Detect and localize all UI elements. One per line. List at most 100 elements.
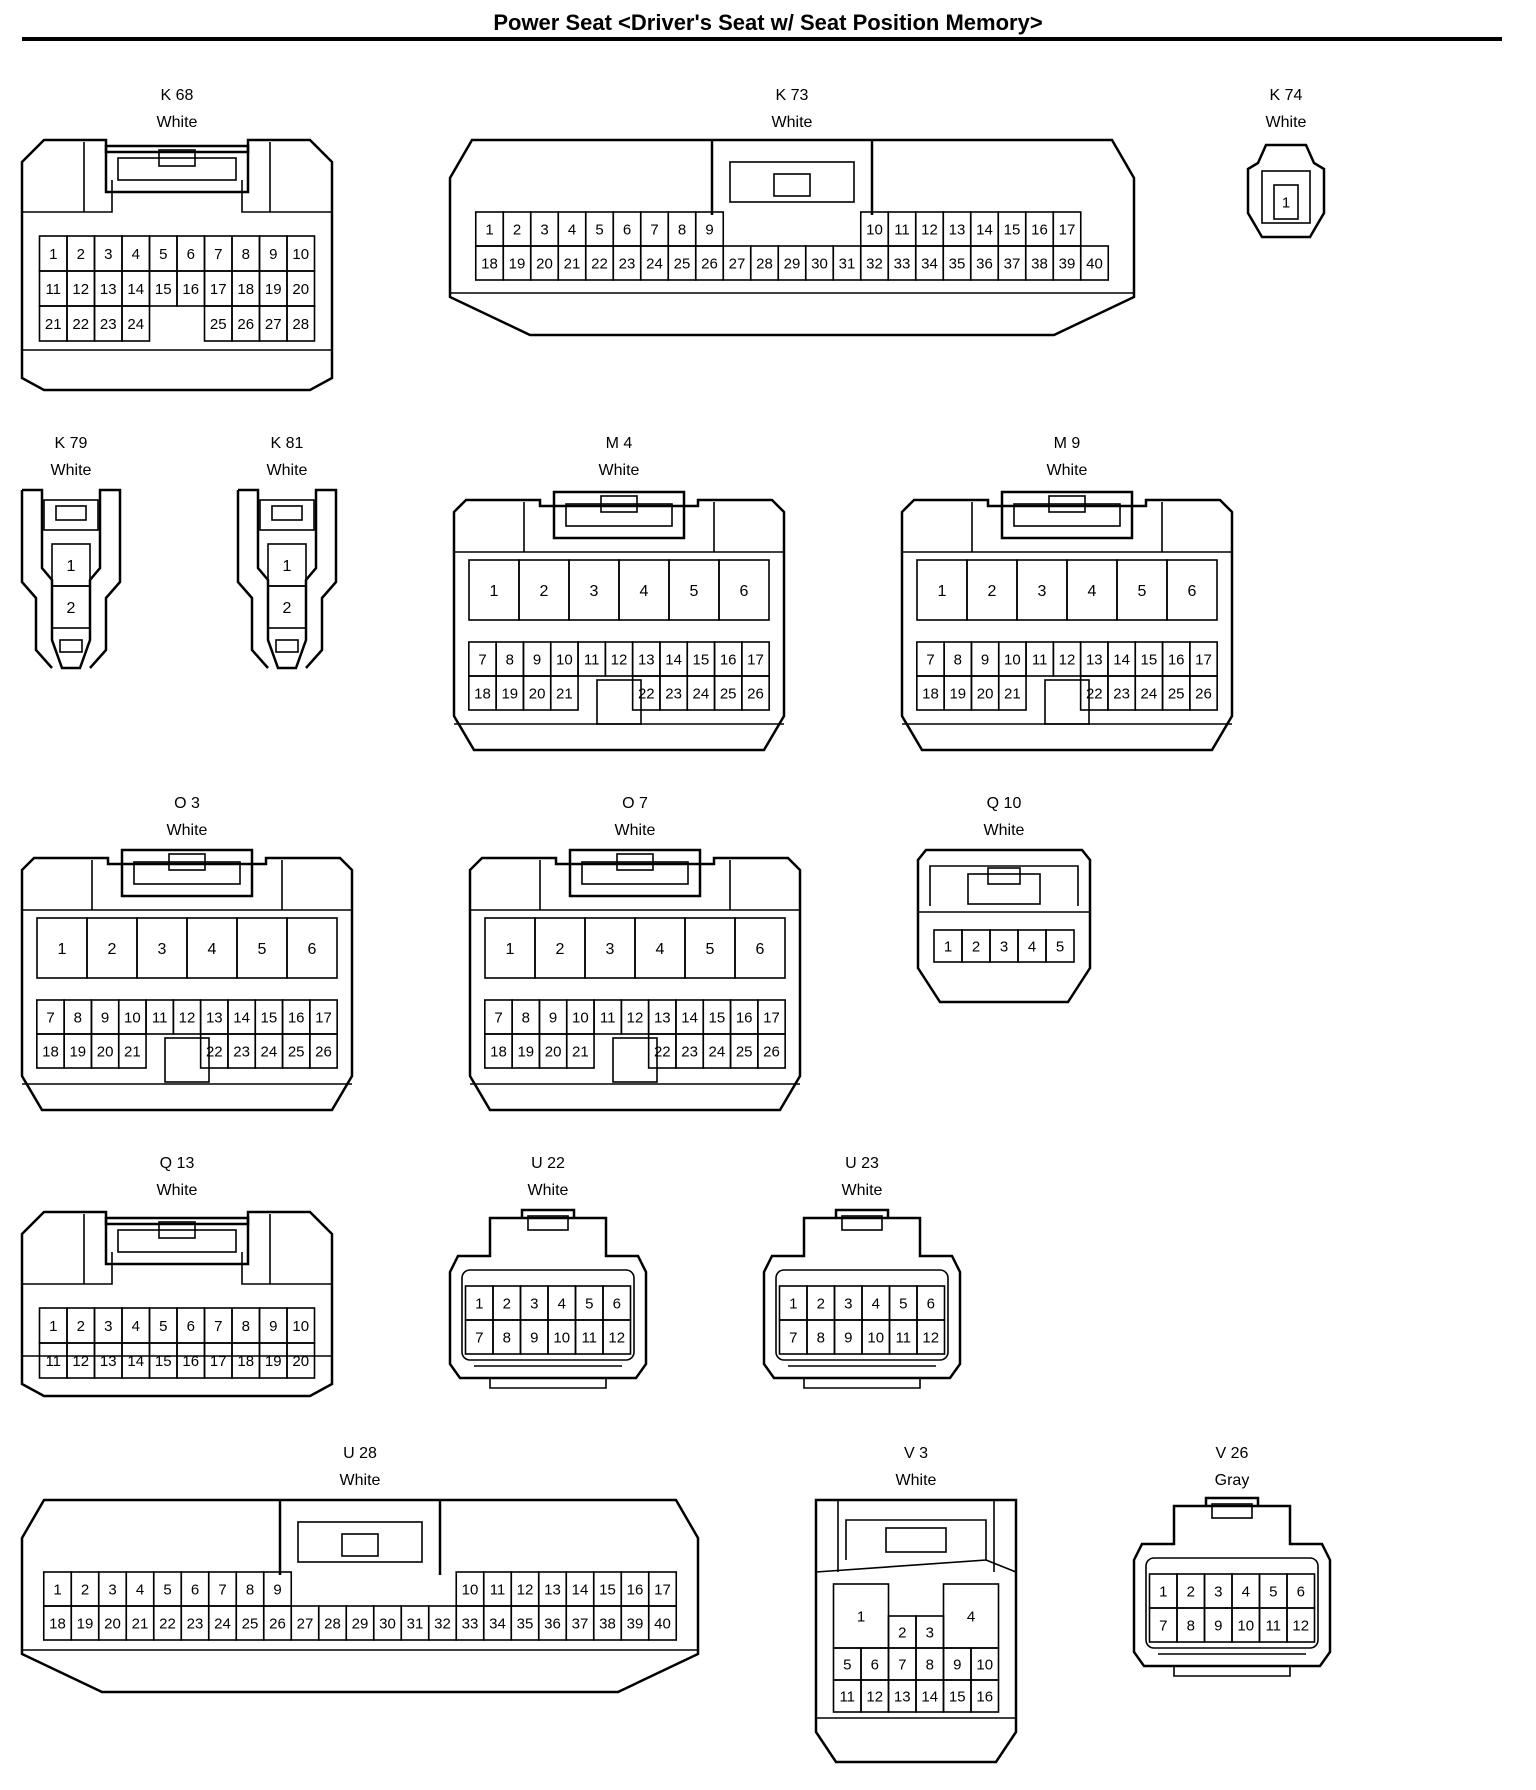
pin-number: 9	[549, 1009, 557, 1026]
pin-number: 13	[100, 281, 117, 298]
pin-number: 11	[1265, 1617, 1281, 1634]
pin-number: 20	[977, 685, 994, 702]
pin-cell	[121, 305, 151, 342]
pin-number: 39	[627, 1615, 644, 1632]
connector-id: V 3	[904, 1445, 928, 1462]
pin-number: 9	[844, 1329, 852, 1346]
pin-number: 23	[665, 685, 682, 702]
pin-number: 17	[315, 1009, 332, 1026]
pin-number: 10	[867, 1329, 884, 1346]
pin-number: 11	[45, 1353, 61, 1370]
key-slot	[1044, 679, 1090, 725]
pin-number: 7	[46, 1009, 54, 1026]
pin-number: 6	[613, 1295, 621, 1312]
connector-id: U 23	[845, 1155, 879, 1172]
pin-number: 14	[572, 1581, 589, 1598]
pin-number: 16	[627, 1581, 644, 1598]
pin-number: 1	[938, 583, 947, 600]
pin-number: 11	[839, 1688, 855, 1705]
pin-number: 3	[104, 246, 112, 263]
pin-number: 12	[922, 1329, 939, 1346]
pin-number: 9	[101, 1009, 109, 1026]
pin-number: 32	[434, 1615, 451, 1632]
pin-number: 7	[926, 651, 934, 668]
pin-number: 24	[261, 1043, 278, 1060]
pin-number: 14	[681, 1009, 698, 1026]
pin-number: 18	[474, 685, 491, 702]
connector-color: White	[842, 1182, 883, 1199]
pin-number: 34	[921, 255, 938, 272]
pin-number: 10	[1004, 651, 1021, 668]
pin-number: 12	[608, 1329, 625, 1346]
pin-number: 9	[530, 1329, 538, 1346]
pin-number: 22	[654, 1043, 671, 1060]
connector-id: M 9	[1054, 435, 1081, 452]
pin-number: 26	[237, 316, 254, 333]
pin-number: 19	[265, 281, 282, 298]
pin-number: 9	[953, 1656, 961, 1673]
pin-number: 9	[981, 651, 989, 668]
pin-number: 4	[967, 1608, 975, 1625]
pin-number: 11	[581, 1329, 597, 1346]
pin-number: 7	[789, 1329, 797, 1346]
pin-number: 6	[623, 221, 631, 238]
pin-number: 20	[536, 255, 553, 272]
pin-number: 19	[509, 255, 526, 272]
latch-tab	[841, 1215, 883, 1231]
connector-color: White	[1266, 114, 1307, 131]
pin-number: 4	[1242, 1583, 1250, 1600]
connector-body	[762, 1216, 962, 1380]
pin-number: 22	[72, 316, 89, 333]
pin-number: 19	[265, 1353, 282, 1370]
pin-number: 10	[292, 246, 309, 263]
pin-number: 4	[656, 941, 665, 958]
connector-id: K 74	[1270, 87, 1303, 104]
pin-number: 4	[640, 583, 649, 600]
pin-number: 23	[619, 255, 636, 272]
connector-id: Q 13	[160, 1155, 195, 1172]
pin-number: 16	[720, 651, 737, 668]
pin-number: 9	[273, 1581, 281, 1598]
pin-number: 9	[269, 246, 277, 263]
pin-number: 14	[127, 1353, 144, 1370]
pin-number: 10	[976, 1656, 993, 1673]
pin-number: 2	[540, 583, 549, 600]
pin-number: 6	[740, 583, 749, 600]
pin-number: 30	[379, 1615, 396, 1632]
latch-frame	[278, 1500, 442, 1575]
pin-number: 27	[729, 255, 746, 272]
connector-body	[448, 138, 1136, 337]
pin-number: 5	[690, 583, 699, 600]
connector-color: White	[896, 1472, 937, 1489]
pin-number: 4	[568, 221, 576, 238]
pin-number: 10	[553, 1329, 570, 1346]
latch	[104, 144, 250, 194]
pin-number: 5	[163, 1581, 171, 1598]
pin-number: 20	[529, 685, 546, 702]
pin-number: 15	[1141, 651, 1158, 668]
pin-cell	[1079, 245, 1110, 281]
pin-cell	[647, 1605, 678, 1641]
pin-number: 3	[1038, 583, 1047, 600]
latch-inner	[117, 1229, 237, 1253]
pin-number: 11	[490, 1581, 506, 1598]
latch-tab	[885, 1527, 947, 1553]
pin-number: 8	[74, 1009, 82, 1026]
housing	[1145, 1557, 1319, 1649]
pin-number: 40	[1086, 255, 1103, 272]
pin-number: 3	[158, 941, 167, 958]
connector-body	[1246, 143, 1326, 239]
pin-number: 34	[489, 1615, 506, 1632]
latch-inner	[1013, 503, 1121, 527]
pin-number: 15	[709, 1009, 726, 1026]
latch-tab	[987, 867, 1021, 885]
pin-number: 2	[556, 941, 565, 958]
key-slot	[596, 679, 642, 725]
connector-color: White	[340, 1472, 381, 1489]
